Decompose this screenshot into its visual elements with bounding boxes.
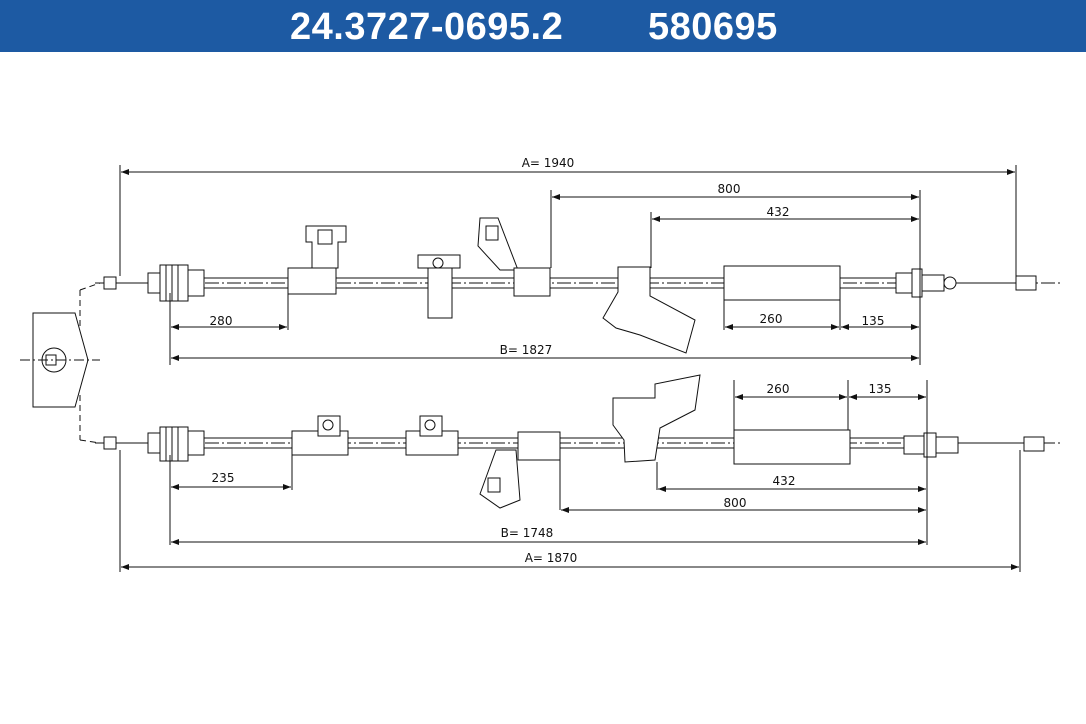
upper-dim-a: A= 1940 xyxy=(522,156,575,170)
upper-cable xyxy=(95,217,1060,354)
alt-part-number: 580695 xyxy=(648,6,778,48)
end-fitting-detail xyxy=(20,282,101,444)
upper-dim-b: B= 1827 xyxy=(500,343,553,357)
title-bar: 24.3727-0695.2 580695 xyxy=(0,0,1086,52)
upper-dim-432: 432 xyxy=(767,205,790,219)
lower-dim-b: B= 1748 xyxy=(501,526,554,540)
lower-dim-135: 135 xyxy=(869,382,892,396)
lower-cable xyxy=(95,374,1060,509)
lower-dim-235: 235 xyxy=(212,471,235,485)
lower-dim-432: 432 xyxy=(773,474,796,488)
upper-dim-800: 800 xyxy=(718,182,741,196)
lower-dim-a: A= 1870 xyxy=(525,551,578,565)
lower-dim-800: 800 xyxy=(724,496,747,510)
upper-dim-280: 280 xyxy=(210,314,233,328)
upper-dim-260: 260 xyxy=(760,312,783,326)
upper-dim-135: 135 xyxy=(862,314,885,328)
lower-dim-260: 260 xyxy=(767,382,790,396)
part-number: 24.3727-0695.2 xyxy=(290,6,564,48)
